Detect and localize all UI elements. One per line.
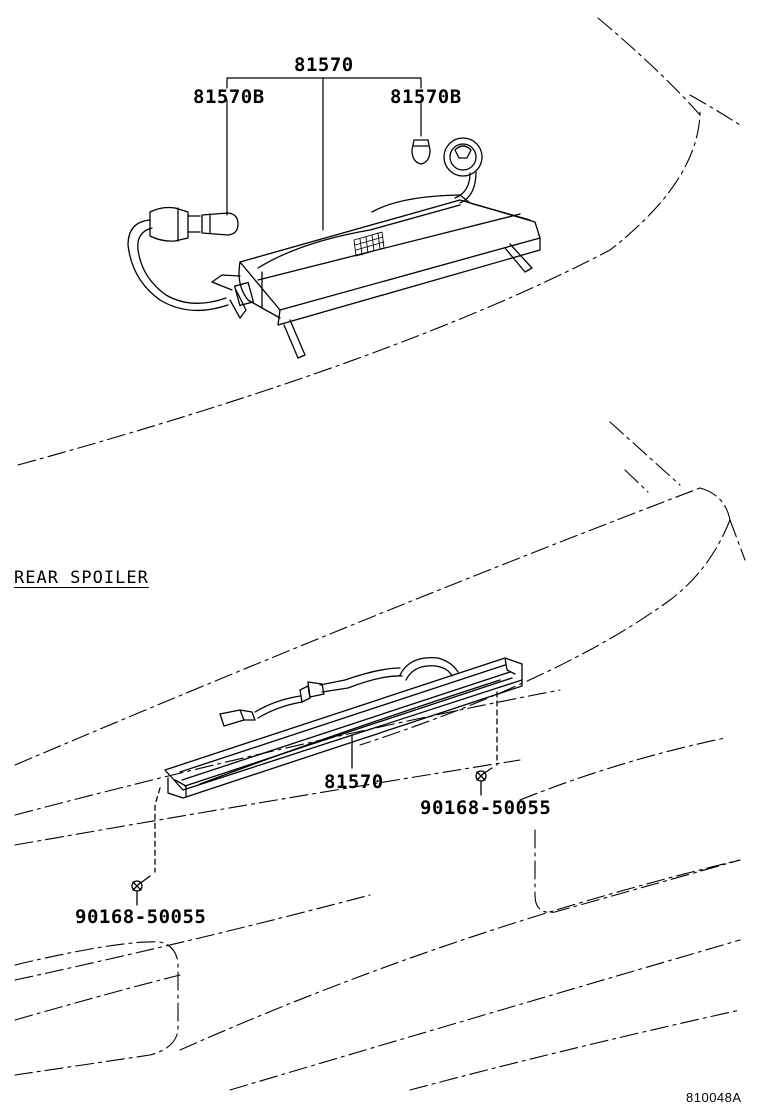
bulb-icon-top-right bbox=[411, 139, 431, 165]
lamp-grille-top bbox=[353, 231, 385, 257]
top-leader-lines bbox=[226, 77, 422, 231]
body-panel-outline-bottom bbox=[14, 421, 746, 1091]
wire-harness-bottom bbox=[219, 656, 459, 727]
body-panel-outline-top bbox=[17, 17, 741, 466]
figure-reference-id: 810048A bbox=[686, 1090, 742, 1105]
part-number-bulb-left-top: 81570B bbox=[193, 86, 265, 108]
part-number-bulb-right-top: 81570B bbox=[390, 86, 462, 108]
wire-harness-top bbox=[127, 219, 229, 312]
socket-ring-icon bbox=[443, 137, 483, 204]
screw-icon-right bbox=[475, 691, 498, 796]
high-mount-stop-lamp-bottom bbox=[164, 657, 523, 799]
section-label-rear-spoiler: REAR SPOILER bbox=[14, 568, 149, 588]
bulb-icon-top-left bbox=[149, 206, 239, 242]
part-number-screw-left: 90168-50055 bbox=[75, 906, 207, 928]
rear-window-outline bbox=[14, 829, 741, 1076]
part-number-screw-right: 90168-50055 bbox=[420, 797, 552, 819]
high-mount-stop-lamp-top bbox=[211, 194, 541, 359]
part-number-lamp-bottom: 81570 bbox=[324, 771, 384, 793]
screw-icon-left bbox=[131, 787, 161, 906]
part-number-assembly-top: 81570 bbox=[294, 54, 354, 76]
